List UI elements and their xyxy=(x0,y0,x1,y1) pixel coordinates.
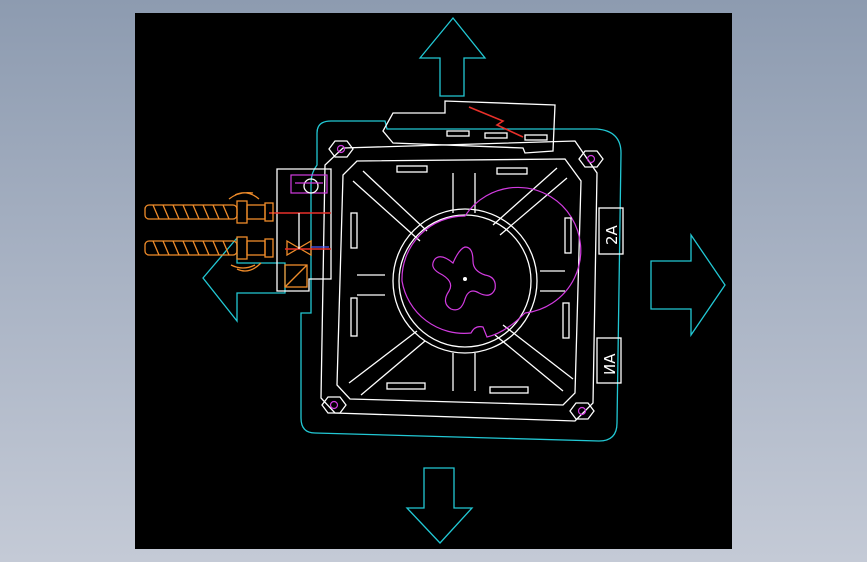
arrow-right xyxy=(650,232,726,338)
rib-n xyxy=(452,173,476,213)
arrow-left xyxy=(202,236,286,323)
valve-block xyxy=(276,168,332,292)
rib-s xyxy=(452,353,476,391)
slot-top-right xyxy=(496,167,528,175)
solenoid-box xyxy=(284,264,308,288)
hose-upper xyxy=(144,191,274,224)
turntable-ring xyxy=(392,208,538,354)
gearbox-slot-1 xyxy=(446,130,470,137)
slot-top-left xyxy=(396,165,428,173)
hub-center xyxy=(463,277,467,281)
slot-right-upper xyxy=(564,217,572,254)
hose-lower xyxy=(144,236,274,272)
rib-w xyxy=(357,274,385,296)
valve-gauge-box xyxy=(290,174,328,194)
main-plate xyxy=(320,140,598,422)
valve-symbol xyxy=(286,239,312,257)
rib-nw xyxy=(352,170,428,242)
rib-sw xyxy=(348,330,426,396)
gearbox-slot-2 xyxy=(484,132,508,139)
corner-bolt-tr xyxy=(578,150,604,168)
slot-left-upper xyxy=(350,212,358,249)
slot-bottom-left xyxy=(386,382,426,390)
label-ia: ИA xyxy=(601,353,619,375)
slot-right-lower xyxy=(562,302,570,339)
corner-bolt-br xyxy=(569,402,595,420)
accent-zigzag xyxy=(468,106,524,138)
gearbox-slot-3 xyxy=(524,134,548,141)
turntable xyxy=(401,186,582,338)
arrow-down xyxy=(405,467,474,544)
corner-bolt-bl xyxy=(321,396,347,414)
gearbox-top xyxy=(382,100,556,154)
corner-bolt-tl xyxy=(328,140,354,158)
label-box-ia xyxy=(596,337,622,384)
valve-gauge xyxy=(303,178,319,194)
rib-e xyxy=(540,270,565,292)
label-2a: 2A xyxy=(603,224,621,245)
slot-bottom-right xyxy=(489,386,529,394)
rib-ne xyxy=(492,167,568,236)
label-box-2a xyxy=(598,207,624,255)
cad-drawing: 2A ИA xyxy=(144,16,726,544)
inner-plate xyxy=(336,158,582,406)
tri-lobe-hub xyxy=(432,246,496,311)
cad-viewport[interactable]: 2A ИA xyxy=(135,13,732,549)
arrow-up xyxy=(418,16,487,97)
slot-left-lower xyxy=(350,297,358,337)
rib-se xyxy=(494,324,574,392)
